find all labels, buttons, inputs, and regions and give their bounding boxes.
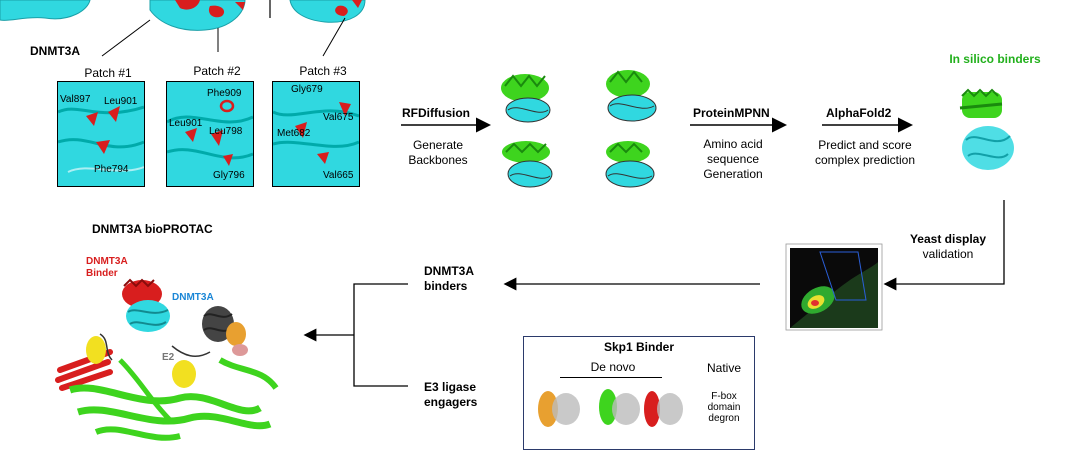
bioprotac-e2-label: E2 [162,352,175,363]
residue-phe909: Phe909 [207,88,242,99]
proteinmpnn-desc-3: Generation [703,167,763,181]
dnmt3a-binders-label-1: DNMT3A [424,264,474,278]
dnmt3a-binders-label-2: binders [424,279,468,293]
skp1-red-binder [644,391,683,427]
bioprotac-title: DNMT3A bioPROTAC [92,222,213,236]
rfdiffusion-desc-1: Generate [412,138,464,152]
residue-gly796: Gly796 [213,170,245,181]
bioprotac-target-label: DNMT3A [172,292,214,303]
yeast-display-label-1: Yeast display [909,232,987,246]
bioprotac-complex-structure [55,278,279,441]
patch-2-title: Patch #2 [193,64,241,78]
alphafold2-desc-2: complex prediction [814,153,916,167]
in-silico-binders-title: In silico binders [949,52,1041,66]
in-silico-binder-structure [959,88,1014,170]
rfdiffusion-label: RFDiffusion [402,106,470,120]
skp1-title: Skp1 Binder [603,340,675,354]
proteinmpnn-desc-1: Amino acid [703,137,763,151]
rfdiffusion-desc-2: Backbones [408,153,468,167]
skp1-orange-binder [538,391,580,427]
patch-1-title: Patch #1 [84,66,132,80]
residue-phe794: Phe794 [94,164,129,175]
bioprotac-binder-label-2: Binder [86,268,118,279]
e3-engagers-label-1: E3 ligase [424,380,477,394]
backbone-structure-2 [606,70,657,122]
dnmt3a-top-label: DNMT3A [30,44,80,58]
denovo-underline [560,377,662,378]
skp1-native-line-3: degron [708,413,740,424]
backbone-structure-3 [502,141,553,188]
residue-met682: Met682 [277,128,311,139]
patch-3-title: Patch #3 [299,64,347,78]
skp1-native-label: Native [706,361,741,375]
patch-3-panel: Gly679 Val675 Met682 Val665 [272,81,360,187]
residue-leu901-p2: Leu901 [169,118,203,129]
backbone-structure-1 [501,74,551,123]
skp1-green-binder [599,389,640,425]
residue-gly679: Gly679 [291,84,323,95]
alphafold2-label: AlphaFold2 [826,106,892,120]
skp1-binder-box: Skp1 Binder De novo Native F-box domain … [523,336,755,450]
residue-leu798: Leu798 [209,126,243,137]
residue-leu901: Leu901 [104,96,138,107]
e3-engagers-label-2: engagers [424,395,478,409]
skp1-native-line-2: domain [707,402,741,413]
alphafold2-desc-1: Predict and score [818,138,912,152]
bioprotac-binder-label-1: DNMT3A [86,256,128,267]
residue-val665: Val665 [323,170,354,181]
patch-2-panel: Phe909 Leu901 Leu798 Gly796 [166,81,254,187]
skp1-native-line-1: F-box [711,391,737,402]
skp1-structures [538,389,683,427]
residue-val897: Val897 [60,94,91,105]
flow-cytometry-plot [785,243,883,331]
proteinmpnn-label: ProteinMPNN [693,106,770,120]
patch-1-panel: Val897 Leu901 Phe794 [57,81,145,187]
skp1-denovo-label: De novo [590,360,636,374]
proteinmpnn-desc-2: sequence [706,152,760,166]
residue-val675: Val675 [323,112,354,123]
yeast-display-label-2: validation [922,247,974,261]
backbone-structure-4 [605,141,655,188]
